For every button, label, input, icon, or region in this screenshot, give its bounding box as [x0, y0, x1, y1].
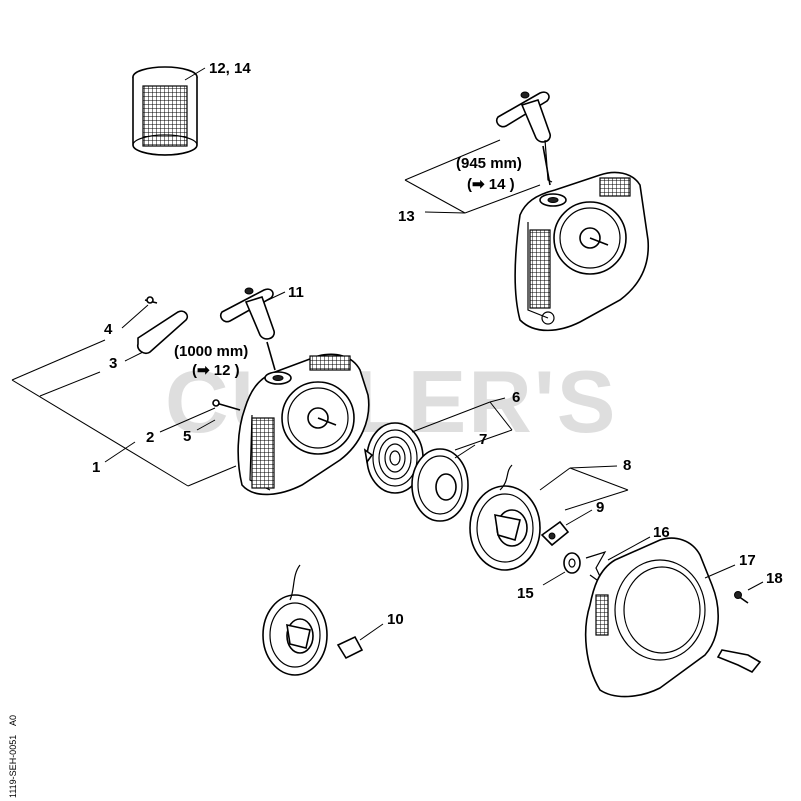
leader-18 [747, 581, 764, 591]
rope-length-945: (945 mm) [456, 155, 522, 172]
rope-length-1000: (1000 mm) [174, 343, 248, 360]
leader-2 [159, 407, 216, 433]
label-11: 11 [288, 284, 304, 301]
starter-housing-assembly-upper [514, 171, 650, 332]
label-1: 1 [92, 459, 100, 476]
label-5: 5 [183, 428, 191, 445]
label-17: 17 [739, 552, 756, 569]
washer-part [563, 552, 581, 574]
screw-part-4 [144, 296, 158, 304]
fan-housing-part [584, 537, 719, 698]
leader-3 [124, 351, 144, 362]
label-8: 8 [623, 457, 631, 474]
label-3: 3 [109, 355, 117, 372]
screw-part-5 [212, 399, 241, 411]
leader-16 [607, 536, 651, 561]
screw-part-18 [734, 591, 749, 604]
leader-12-14 [184, 67, 206, 81]
leader-1-bracket [11, 339, 106, 381]
label-15: 15 [517, 585, 534, 602]
cover-plate-part [136, 310, 189, 355]
rope-spool-part [132, 66, 198, 156]
label-7: 7 [479, 431, 487, 448]
leader-13-bracket [404, 139, 501, 181]
leader-17 [704, 564, 736, 579]
rope-rotor-part [469, 464, 541, 571]
spring-cover-part [411, 448, 469, 522]
label-16: 16 [653, 524, 670, 541]
leader-9 [565, 509, 593, 526]
label-13: 13 [398, 208, 415, 225]
document-code: 1119-SEH-0051 [8, 735, 18, 798]
label-12-14: 12, 14 [209, 60, 251, 77]
starter-grip-lower [219, 287, 276, 371]
leader-5 [196, 419, 216, 431]
label-6: 6 [512, 389, 520, 406]
document-tag: A0 [8, 715, 18, 726]
leader-6-bracket [411, 401, 491, 433]
rope-rotor-alternate-part [262, 564, 328, 676]
leader-4 [121, 304, 149, 329]
leader-8-bracket [539, 467, 571, 491]
boot-part-right [716, 649, 762, 674]
starter-housing-lower [237, 353, 370, 496]
label-18: 18 [766, 570, 783, 587]
leader-15 [542, 571, 566, 586]
label-2: 2 [146, 429, 154, 446]
starter-grip-upper [495, 91, 553, 186]
leader-10 [359, 623, 384, 641]
rope-ref-12: (➡ 12 ) [192, 362, 240, 379]
rope-ref-14: (➡ 14 ) [467, 176, 515, 193]
label-4: 4 [104, 321, 113, 338]
pawl-part [540, 520, 570, 547]
rewind-spring-part [363, 422, 424, 494]
label-10: 10 [387, 611, 404, 628]
pawl-part-10 [336, 635, 364, 660]
label-9: 9 [596, 499, 604, 516]
leader-7 [454, 444, 476, 459]
leader-11 [267, 291, 286, 301]
